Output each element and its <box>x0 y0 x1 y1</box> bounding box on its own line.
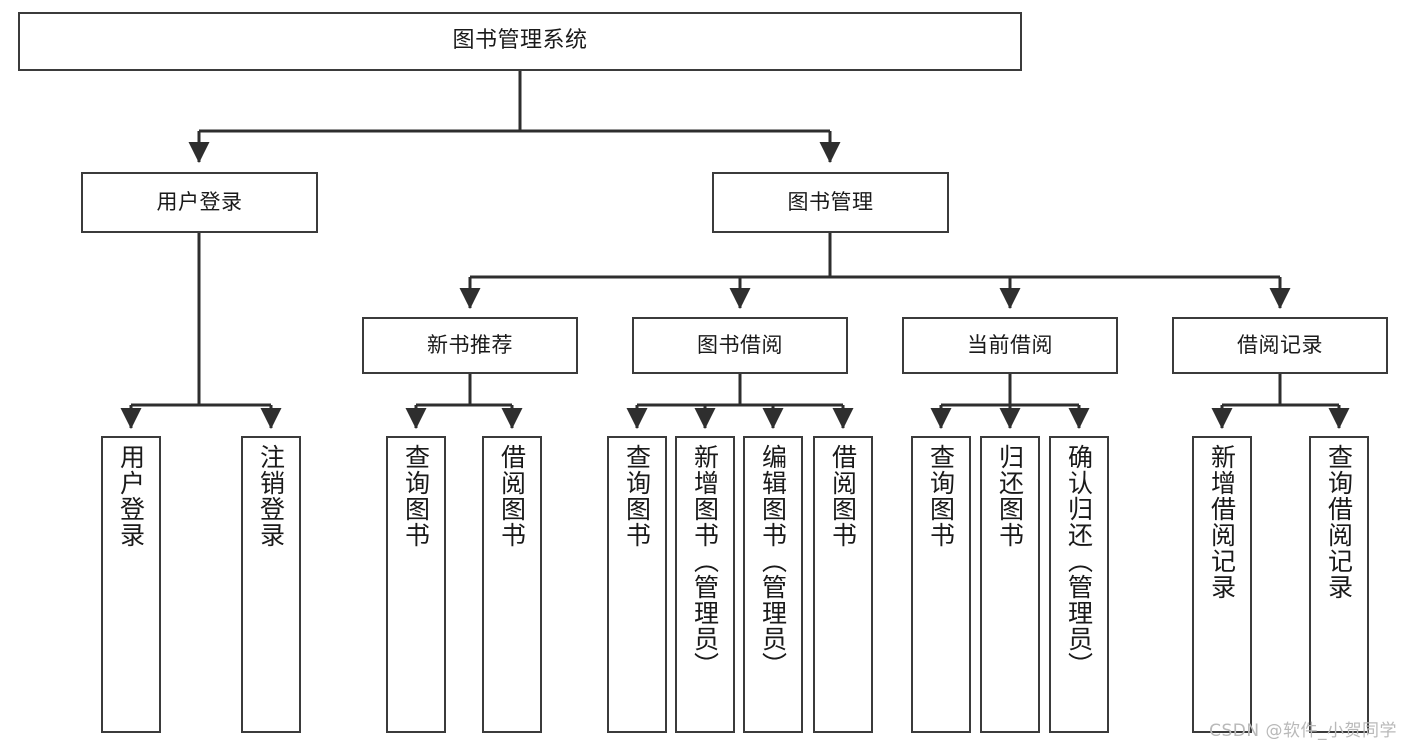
node-leaf-query-book-3[interactable]: 查询图书 <box>911 436 971 733</box>
node-leaf-return-book[interactable]: 归还图书 <box>980 436 1040 733</box>
node-leaf-add-book-label: 新增图书（管理员） <box>690 444 720 678</box>
node-book-borrow[interactable]: 图书借阅 <box>632 317 848 374</box>
node-book-management-label: 图书管理 <box>787 189 874 214</box>
node-leaf-user-login-label: 用户登录 <box>116 444 146 548</box>
node-leaf-logout-login[interactable]: 注销登录 <box>241 436 301 733</box>
node-leaf-add-record[interactable]: 新增借阅记录 <box>1192 436 1252 733</box>
node-leaf-query-book-3-label: 查询图书 <box>926 444 956 548</box>
node-new-book-recommend-label: 新书推荐 <box>427 332 513 357</box>
node-leaf-add-record-label: 新增借阅记录 <box>1207 444 1237 600</box>
node-book-management[interactable]: 图书管理 <box>712 172 949 233</box>
node-leaf-query-book-2[interactable]: 查询图书 <box>607 436 667 733</box>
node-leaf-query-book-2-label: 查询图书 <box>622 444 652 548</box>
node-leaf-borrow-book-1-label: 借阅图书 <box>497 444 527 548</box>
node-root[interactable]: 图书管理系统 <box>18 12 1022 71</box>
node-leaf-return-book-label: 归还图书 <box>995 444 1025 548</box>
node-leaf-query-book-1-label: 查询图书 <box>401 444 431 548</box>
node-leaf-confirm-return[interactable]: 确认归还（管理员） <box>1049 436 1109 733</box>
node-leaf-query-book-1[interactable]: 查询图书 <box>386 436 446 733</box>
node-user-login-label: 用户登录 <box>156 189 243 214</box>
node-borrow-record[interactable]: 借阅记录 <box>1172 317 1388 374</box>
node-book-borrow-label: 图书借阅 <box>697 332 783 357</box>
node-leaf-edit-book-label: 编辑图书（管理员） <box>758 444 788 678</box>
node-leaf-borrow-book-2-label: 借阅图书 <box>828 444 858 548</box>
node-leaf-edit-book[interactable]: 编辑图书（管理员） <box>743 436 803 733</box>
node-leaf-user-login[interactable]: 用户登录 <box>101 436 161 733</box>
node-current-borrow[interactable]: 当前借阅 <box>902 317 1118 374</box>
node-leaf-query-record-label: 查询借阅记录 <box>1324 444 1354 600</box>
node-leaf-query-record[interactable]: 查询借阅记录 <box>1309 436 1369 733</box>
node-user-login[interactable]: 用户登录 <box>81 172 318 233</box>
watermark-text: CSDN @软件_小贺同学 <box>1209 721 1397 741</box>
node-current-borrow-label: 当前借阅 <box>967 332 1053 357</box>
node-leaf-add-book[interactable]: 新增图书（管理员） <box>675 436 735 733</box>
node-leaf-confirm-return-label: 确认归还（管理员） <box>1064 444 1094 678</box>
node-leaf-borrow-book-1[interactable]: 借阅图书 <box>482 436 542 733</box>
node-borrow-record-label: 借阅记录 <box>1237 332 1323 357</box>
node-new-book-recommend[interactable]: 新书推荐 <box>362 317 578 374</box>
node-leaf-logout-login-label: 注销登录 <box>256 444 286 548</box>
node-root-label: 图书管理系统 <box>452 28 588 54</box>
node-leaf-borrow-book-2[interactable]: 借阅图书 <box>813 436 873 733</box>
